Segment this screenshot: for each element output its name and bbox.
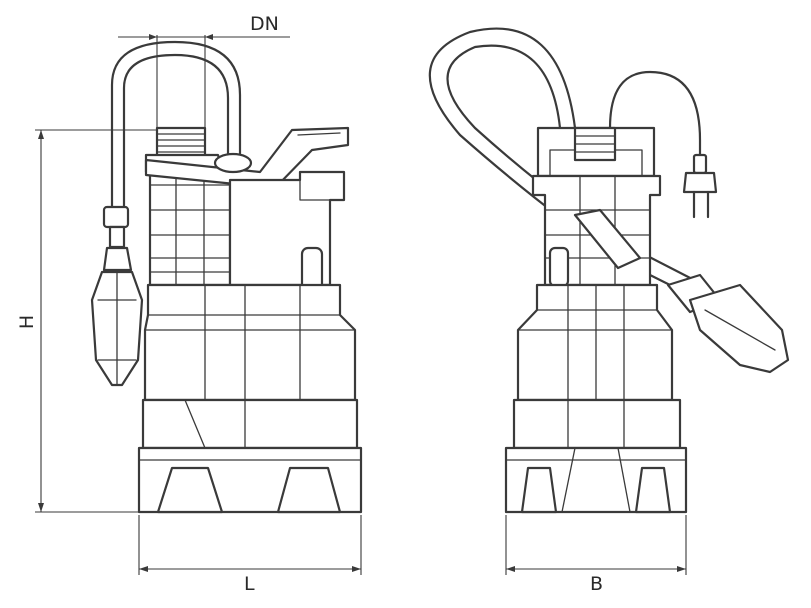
dimension-b: B (505, 515, 687, 595)
dimension-h-label: H (16, 315, 38, 329)
pump-front-view (428, 27, 790, 514)
side-lower-housing (141, 398, 359, 450)
plug-icon (682, 153, 718, 219)
pump-side-view (90, 40, 363, 514)
side-cable-loop (110, 40, 242, 214)
side-handle-knob (213, 152, 253, 174)
front-float-switch (573, 208, 790, 374)
dimension-l: L (138, 515, 362, 595)
dimension-dn: DN (118, 13, 290, 155)
dimension-b-label: B (590, 573, 603, 595)
front-power-cable (608, 70, 702, 160)
side-outlet-thread-lines (156, 133, 206, 153)
side-base-foot-left (156, 466, 224, 514)
side-body-ribs (149, 164, 231, 286)
front-mid-housing (516, 283, 674, 402)
front-vent-post (548, 246, 570, 288)
front-base-foot-left (520, 466, 558, 514)
dimension-l-label: L (244, 573, 255, 595)
dimension-lines: DN H L B (16, 13, 687, 595)
side-float-switch (90, 205, 144, 387)
dimension-h: H (16, 129, 160, 513)
side-base-foot-right (276, 466, 342, 514)
side-cable-loop-inner (122, 53, 230, 214)
side-mid-housing (143, 283, 357, 402)
front-lower-housing (512, 398, 682, 450)
front-base-foot-right (634, 466, 672, 514)
side-motor-top (228, 170, 346, 287)
side-handle (144, 126, 350, 190)
dimension-dn-label: DN (250, 13, 279, 35)
